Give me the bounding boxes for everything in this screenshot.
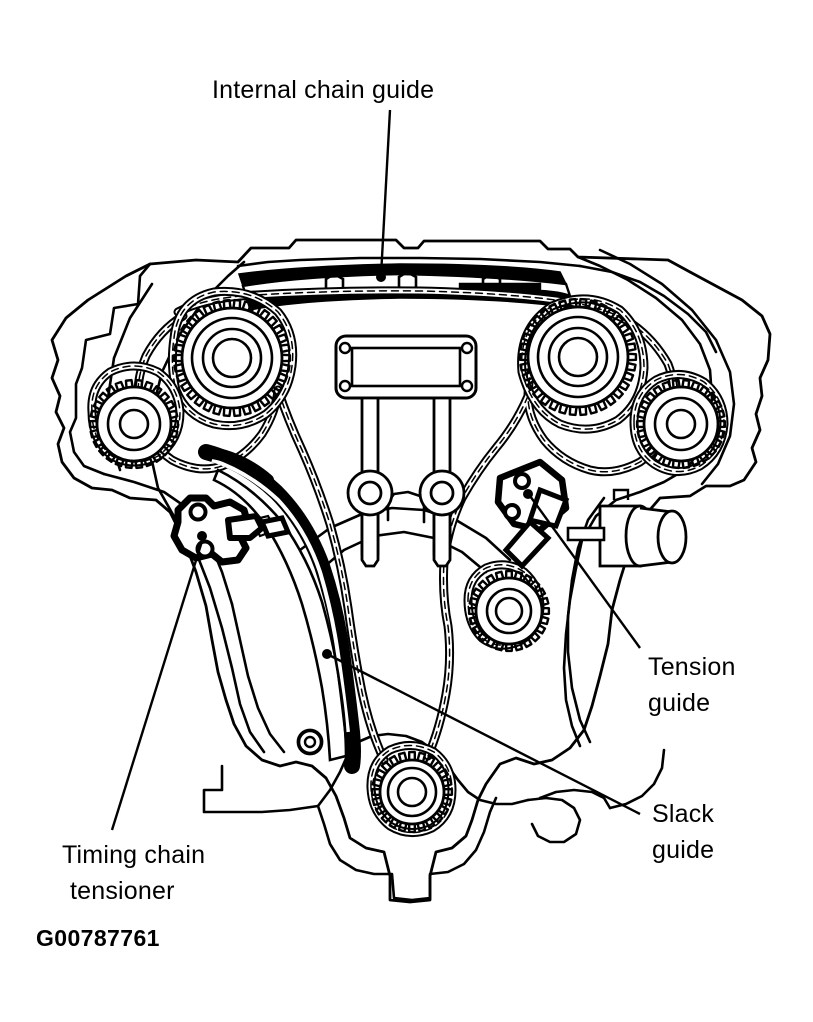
left-idler-sprocket [88,378,180,470]
cover-plate [334,334,478,400]
leader-tension-guide [529,495,641,649]
callout-timing-chain-tensioner: Timing chain tensioner [62,841,212,905]
right-camshaft-sprocket [518,297,638,417]
left-camshaft-sprocket [172,298,292,418]
leader-internal-chain-guide [379,109,392,277]
cylindrical-housing [566,488,688,568]
slack-guide-pivot [297,729,323,755]
crankshaft-sprocket [370,750,454,834]
callout-slack-guide: Slack guide [652,800,721,864]
timing-chain-tensioner [170,494,292,566]
callout-leaders [110,109,641,831]
water-pump-sprocket [467,569,551,653]
center-rails [346,396,466,568]
callout-tension-guide: Tension guide [648,653,743,717]
callout-labels: Internal chain guide Tension guide Slack… [62,76,743,905]
sprockets-group [88,297,727,834]
right-idler-sprocket [635,378,727,470]
leader-timing-chain-tensioner [110,537,205,831]
callout-dots [197,272,533,659]
figure-id: G00787761 [36,925,160,951]
slack-guide [198,444,361,774]
leader-slack-guide [328,653,641,816]
callout-internal-chain-guide: Internal chain guide [212,76,434,104]
engine-block-outline [50,238,772,904]
